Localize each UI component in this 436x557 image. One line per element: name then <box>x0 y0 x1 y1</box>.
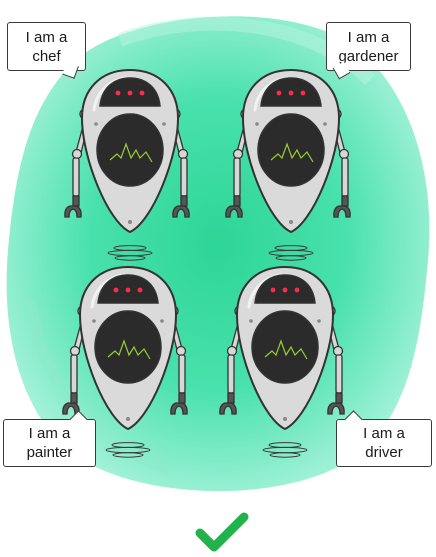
bubble-painter-line1: I am a <box>28 425 71 442</box>
bubble-chef-line1: I am a <box>25 28 68 46</box>
bubble-driver-line1: I am a <box>363 425 405 442</box>
bubble-gardener-line1: I am a <box>347 28 390 46</box>
speech-bubble-chef: I am a chef <box>7 22 86 79</box>
speech-bubble-painter: I am a painter <box>3 410 96 467</box>
bubble-painter-line2: painter <box>26 444 73 461</box>
speech-bubble-gardener: I am a gardener <box>326 22 411 80</box>
speech-bubble-driver: I am a driver <box>336 410 432 467</box>
bubble-gardener-line2: gardener <box>338 47 399 65</box>
bubble-chef-line2: chef <box>32 47 61 65</box>
bubble-driver-line2: driver <box>365 444 403 461</box>
checkmark-icon <box>200 517 244 547</box>
